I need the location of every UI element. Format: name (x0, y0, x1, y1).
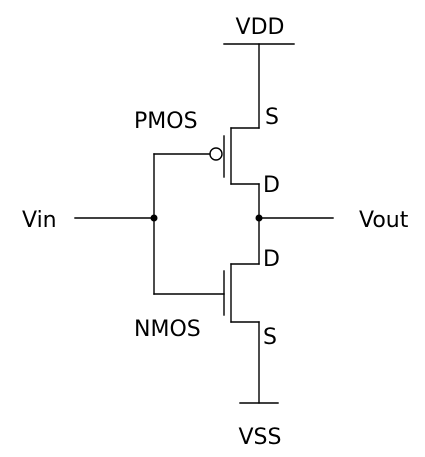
pmos-label: PMOS (134, 109, 198, 134)
vss-label: VSS (239, 425, 282, 450)
nmos-drain-label: D (263, 247, 280, 272)
nmos-source-label: S (263, 325, 277, 350)
pmos-transistor (153, 127, 260, 185)
pmos-drain-label: D (263, 173, 280, 198)
nmos-transistor (153, 263, 260, 323)
nmos-label: NMOS (134, 317, 201, 342)
pmos-gate-bubble (209, 147, 223, 161)
pmos-source-label: S (265, 105, 279, 130)
vin-label: Vin (22, 208, 57, 233)
output-node-dot (255, 214, 263, 222)
vout-label: Vout (359, 208, 409, 233)
vdd-label: VDD (236, 15, 285, 40)
input-node-dot (150, 214, 158, 222)
